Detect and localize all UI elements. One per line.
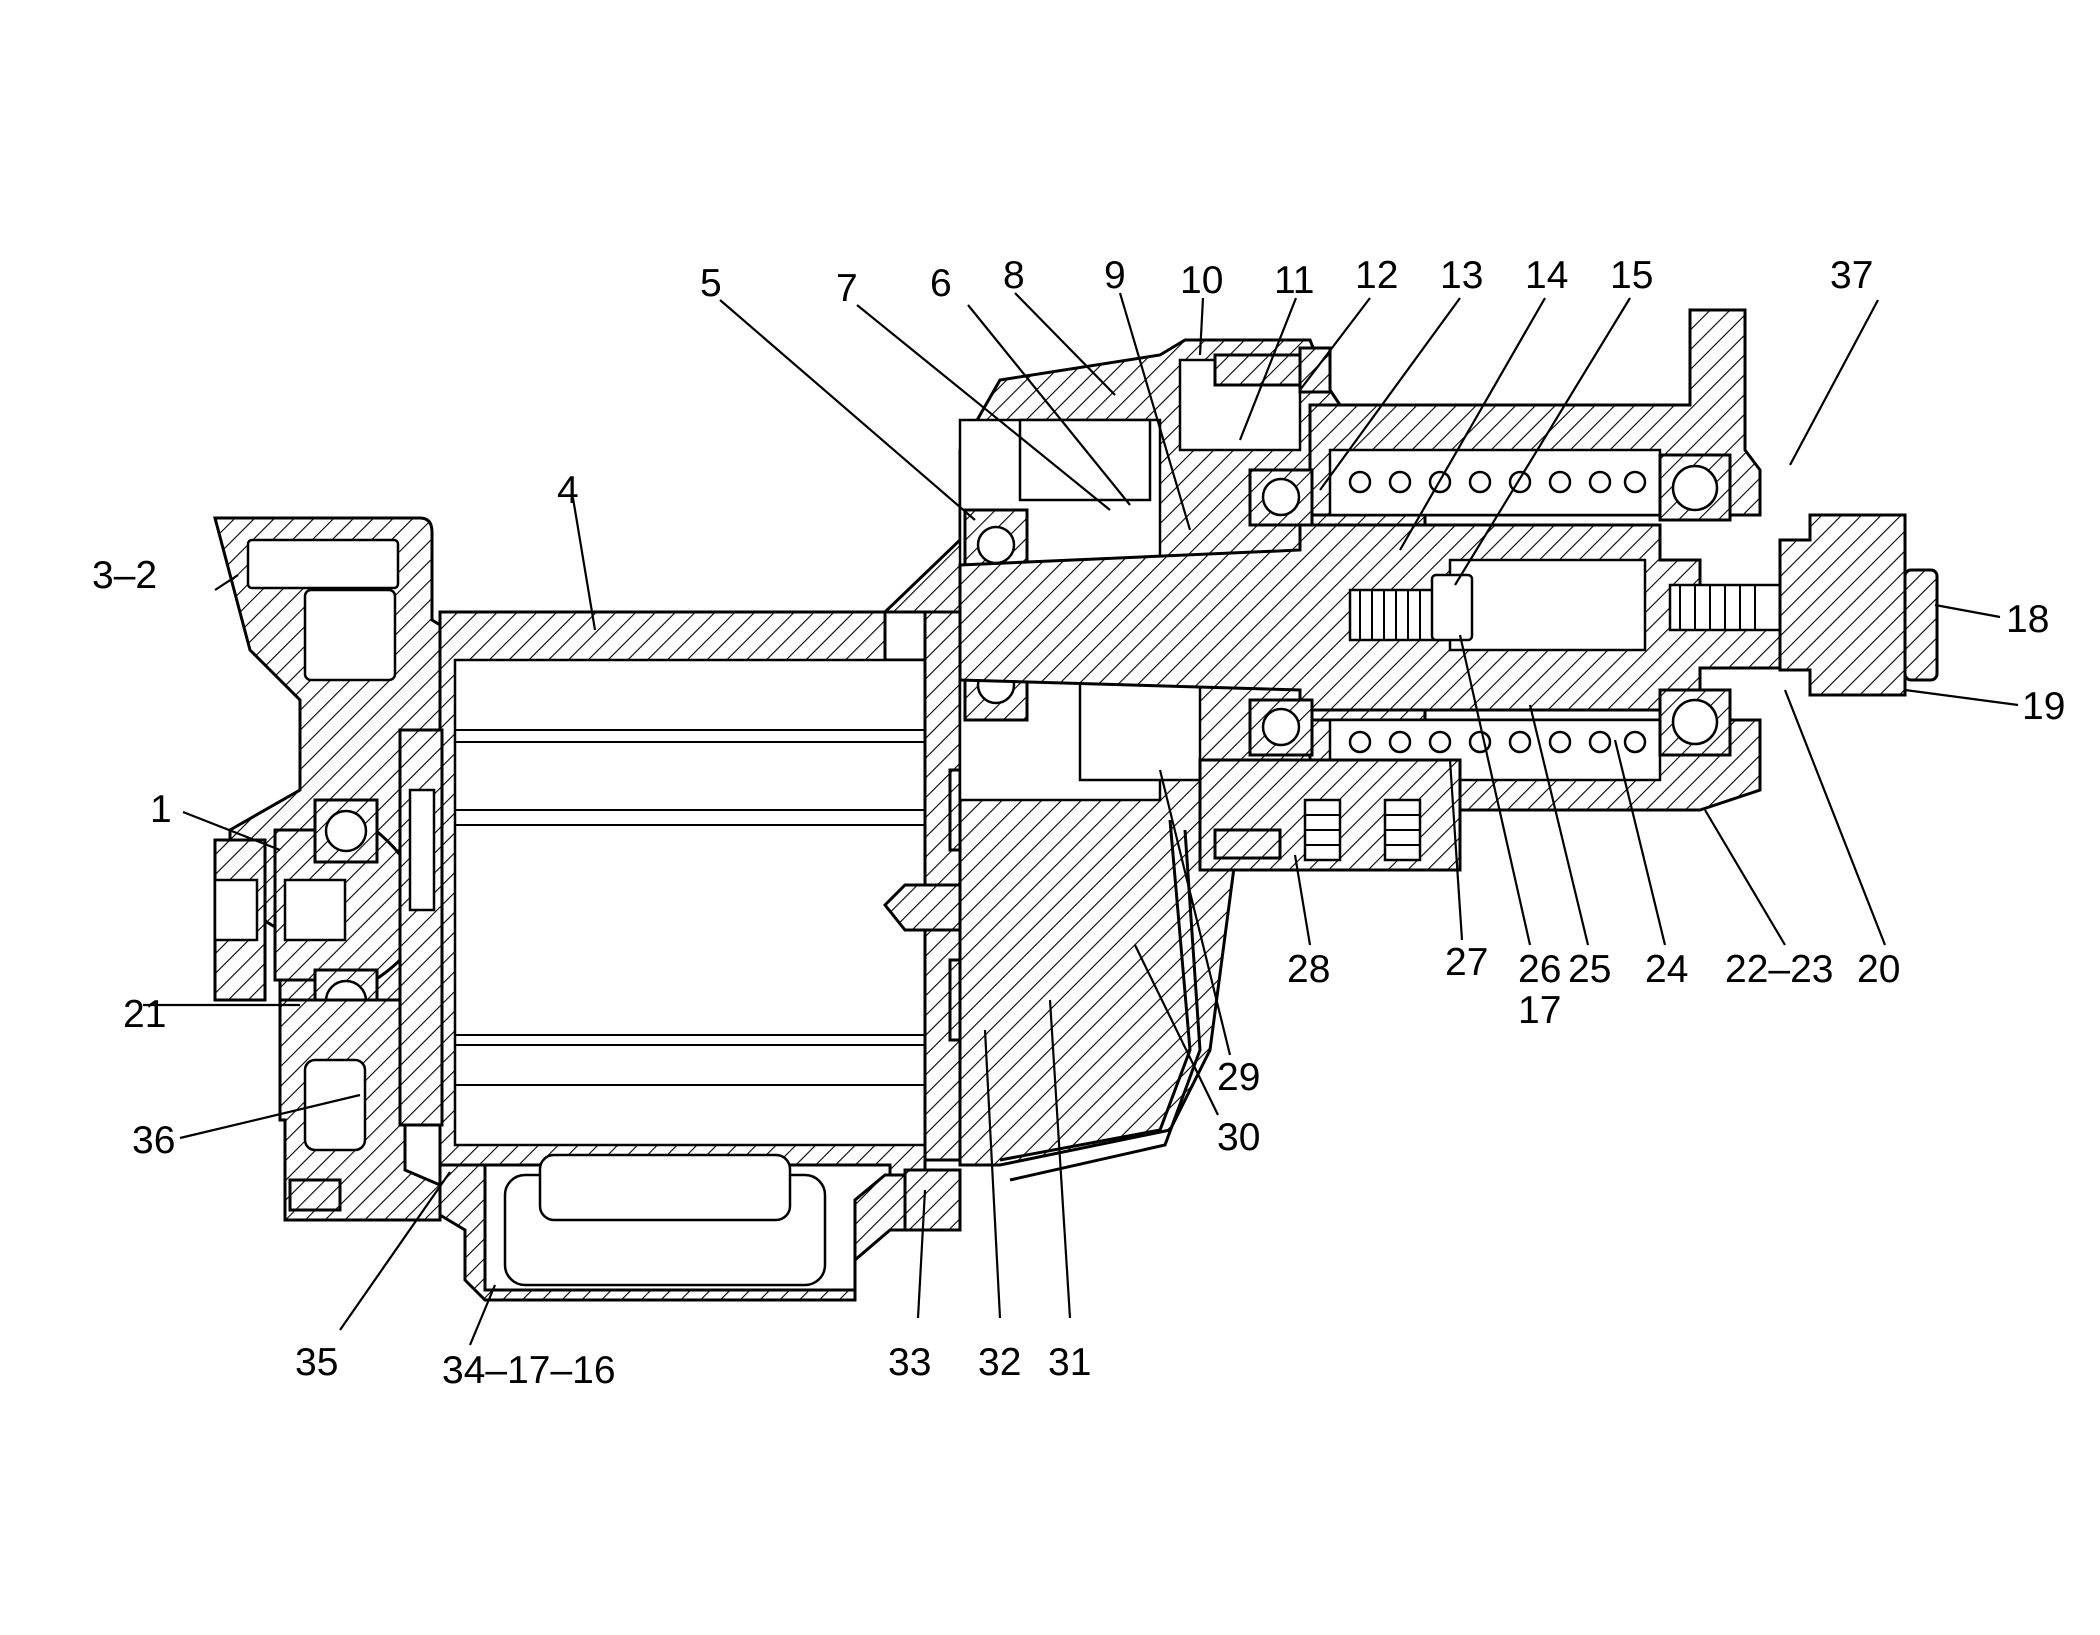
inner-lower-bearing — [1248, 698, 1314, 757]
callout-30: 30 — [1217, 1116, 1260, 1159]
callout-18: 18 — [2006, 598, 2049, 641]
callout-21: 21 — [123, 993, 166, 1036]
callout-5: 5 — [700, 262, 722, 305]
callout-32: 32 — [978, 1341, 1021, 1384]
callout-29: 29 — [1217, 1056, 1260, 1099]
callout-27: 27 — [1445, 941, 1488, 984]
bottom-fastener — [903, 1168, 962, 1232]
callout-6: 6 — [930, 262, 952, 305]
callout-31: 31 — [1048, 1341, 1091, 1384]
right-lower-bearing — [1658, 688, 1732, 757]
callout-10: 10 — [1180, 259, 1223, 302]
callout-34-17-16: 34–17–16 — [442, 1349, 616, 1392]
assembly-drawing — [213, 308, 1939, 1302]
callout-35: 35 — [295, 1341, 338, 1384]
compression-spring-lower — [1348, 730, 1647, 754]
shaft-end-cap — [1778, 513, 1907, 697]
callout-25: 25 — [1568, 948, 1611, 991]
callout-9: 9 — [1104, 254, 1126, 297]
callout-19: 19 — [2022, 685, 2065, 728]
shaft-central-cavity — [1448, 558, 1647, 652]
callout-24: 24 — [1645, 948, 1688, 991]
shaft-end-nut — [1903, 568, 1939, 682]
lower-left-cavity — [303, 1058, 367, 1152]
mount-bolt — [1213, 828, 1282, 860]
callout-3-2: 3–2 — [92, 554, 157, 597]
left-nut — [213, 878, 259, 942]
compression-spring-upper — [1348, 470, 1647, 494]
callout-17: 17 — [1518, 989, 1561, 1032]
callout-14: 14 — [1525, 254, 1568, 297]
right-upper-bearing — [1658, 453, 1732, 522]
callout-36: 36 — [132, 1119, 175, 1162]
leader-lines — [143, 292, 2019, 1346]
inner-upper-bearing — [1248, 468, 1314, 527]
callout-1: 1 — [150, 788, 172, 831]
callout-8: 8 — [1003, 254, 1025, 297]
left-upper-bearing — [313, 798, 379, 864]
callout-11: 11 — [1274, 259, 1315, 302]
shaft-thread-bore — [1348, 588, 1447, 642]
left-hub-bore — [283, 878, 347, 942]
callout-26: 26 — [1518, 948, 1561, 991]
left-bottom-fastener — [288, 1178, 342, 1212]
callout-20: 20 — [1857, 948, 1900, 991]
cylinder-bore — [453, 658, 927, 1147]
callout-28: 28 — [1287, 948, 1330, 991]
callout-13: 13 — [1440, 254, 1483, 297]
callout-labels: 3–2 1 4 5 7 6 8 9 10 11 12 13 14 15 37 1… — [92, 254, 2065, 1392]
callout-4: 4 — [557, 469, 579, 512]
callout-15: 15 — [1610, 254, 1653, 297]
callout-7: 7 — [836, 267, 858, 310]
callout-12: 12 — [1355, 254, 1398, 297]
callout-22-23: 22–23 — [1725, 948, 1833, 991]
gearbox-cowl-outline — [999, 819, 1192, 1162]
callout-37: 37 — [1830, 254, 1873, 297]
left-housing-window — [303, 588, 397, 682]
callout-33: 33 — [888, 1341, 931, 1384]
left-housing-cavity — [246, 538, 400, 590]
